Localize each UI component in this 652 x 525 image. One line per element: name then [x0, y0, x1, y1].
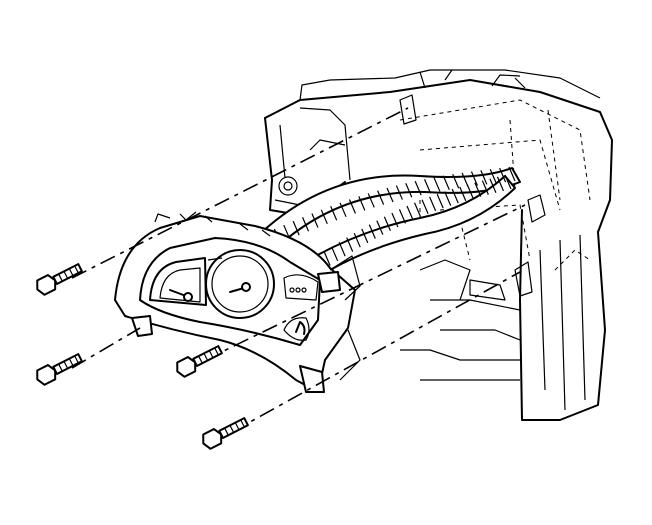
centerline-2	[71, 327, 141, 369]
harness-hatch	[436, 193, 444, 209]
harness-hatch	[331, 246, 339, 262]
harness-hatch	[504, 174, 512, 190]
harness-hatch	[452, 174, 460, 189]
harness-hatch	[358, 196, 366, 211]
harness-hatch	[391, 212, 399, 228]
harness-hatch	[377, 190, 385, 205]
bolt-centerlines	[71, 107, 526, 433]
harness-hatch	[444, 191, 452, 206]
harness-hatch	[330, 206, 338, 221]
harness-hatch	[361, 228, 369, 244]
harness-hatch	[323, 251, 331, 266]
harness-hatch	[429, 196, 437, 212]
harness-hatch	[405, 183, 413, 198]
harness-hatch	[499, 167, 507, 183]
harness-hatch	[398, 209, 407, 224]
bolt-2	[36, 353, 83, 386]
harness-hatch	[481, 180, 489, 195]
harness-hatch	[292, 220, 300, 236]
harness-hatch	[414, 180, 422, 196]
harness-hatch	[311, 213, 319, 228]
harness-hatch	[421, 199, 429, 214]
harness-hatch	[459, 186, 467, 202]
bolt-1	[36, 263, 83, 296]
harness-hatch	[386, 187, 394, 203]
harness-hatch	[496, 176, 505, 192]
harness-hatch	[353, 232, 361, 248]
harness-hatch	[406, 205, 414, 221]
instrument-cluster	[114, 211, 361, 393]
harness-hatch	[320, 209, 328, 225]
harness-hatch	[474, 182, 482, 197]
harness-hatch	[480, 170, 488, 185]
harness-hatch	[301, 217, 310, 232]
fastener-bolt	[36, 263, 249, 450]
harness-hatch	[348, 199, 357, 214]
harness-hatch	[376, 220, 384, 235]
harness-hatch	[451, 188, 459, 204]
harness-hatch	[442, 175, 450, 191]
bolt-3	[176, 345, 223, 378]
harness-hatch	[338, 241, 346, 257]
harness-hatch	[466, 184, 474, 199]
harness-hatch	[489, 168, 497, 184]
harness-hatch	[433, 177, 441, 192]
harness-hatch	[367, 193, 375, 208]
centerline-3	[204, 204, 526, 361]
centerline-1	[71, 107, 409, 279]
harness-hatch	[470, 171, 479, 186]
centerline-4	[231, 271, 521, 433]
harness-hatch	[383, 216, 391, 231]
harness-hatch	[461, 172, 469, 188]
harness-hatch	[395, 185, 403, 200]
harness-hatch	[508, 166, 516, 182]
harness-hatch	[423, 178, 432, 194]
harness-hatch	[368, 224, 376, 239]
bolt-4	[202, 417, 249, 450]
harness-hatch	[339, 202, 347, 218]
harness-hatch	[489, 178, 497, 193]
harness-hatch	[346, 237, 354, 252]
harness-hatch	[413, 202, 422, 218]
